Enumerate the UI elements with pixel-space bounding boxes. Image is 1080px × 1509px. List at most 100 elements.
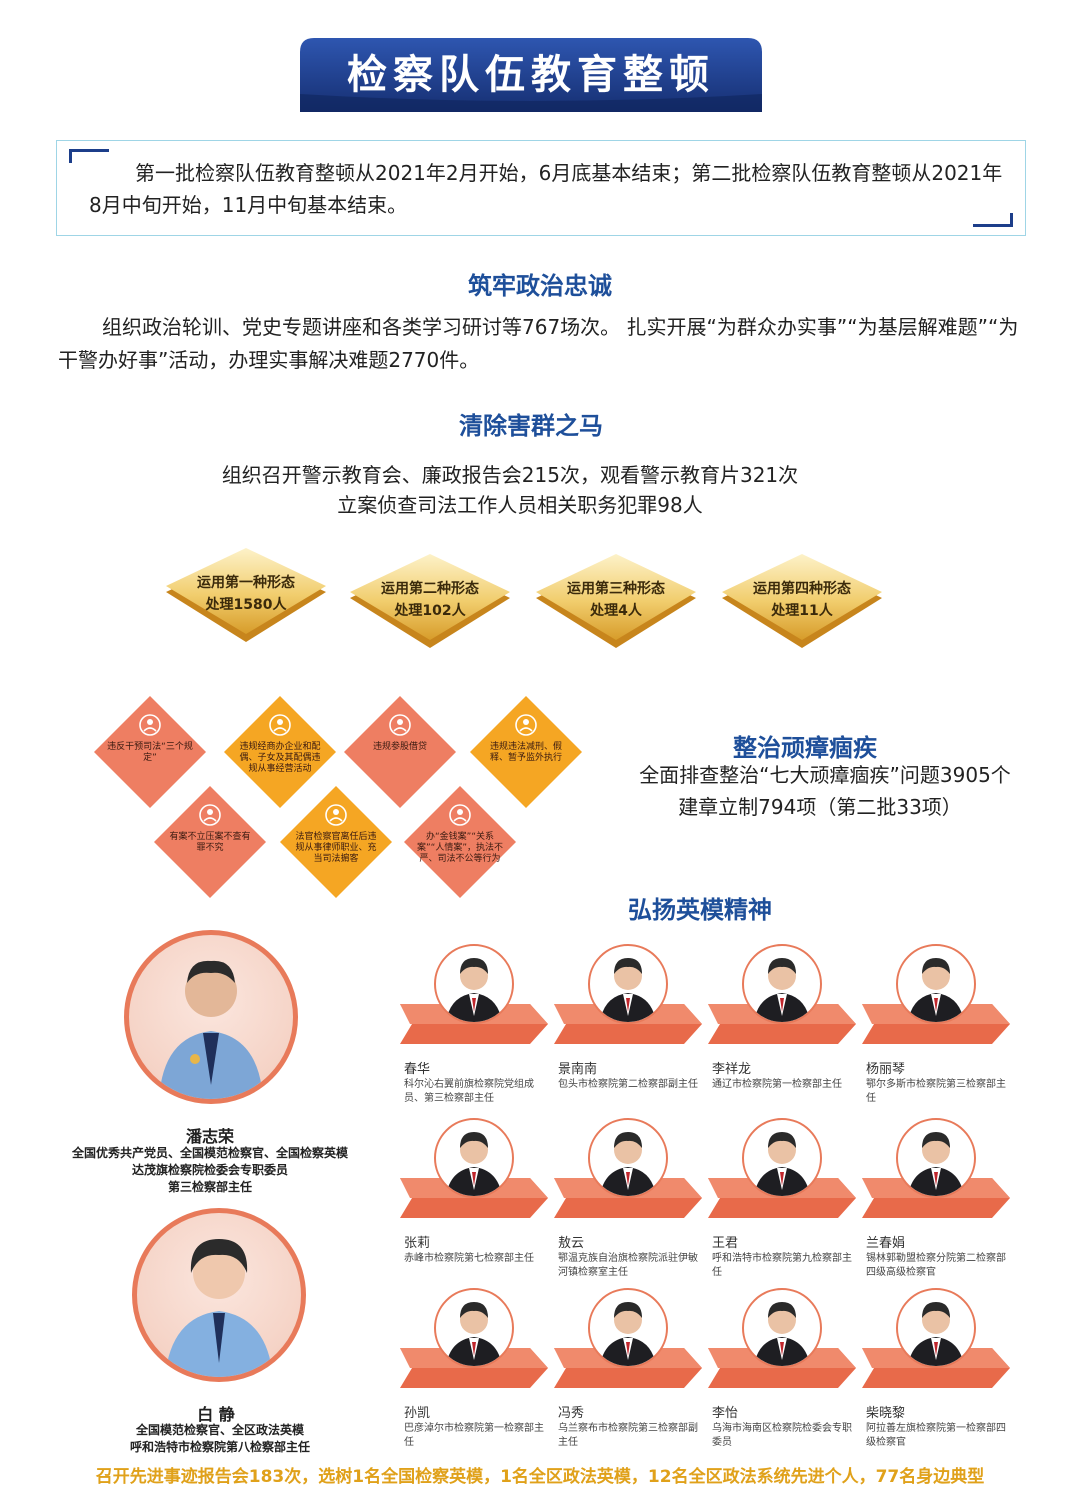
issue-diamond: 办“金钱案”“关系案”“人情案”，执法不严、司法不公等行为 — [402, 784, 518, 900]
model-name: 冯秀 — [558, 1406, 585, 1421]
model-title: 包头市检察院第二检察部副主任 — [558, 1079, 698, 1090]
intro-text: 第一批检察队伍教育整顿从2021年2月开始，6月底基本结束；第二批检察队伍教育整… — [89, 161, 1003, 217]
model-title: 赤峰市检察院第七检察部主任 — [404, 1253, 534, 1264]
hero-name: 白 静 — [197, 1405, 235, 1424]
model-title: 锡林郭勒盟检察分院第二检察部四级高级检察官 — [866, 1253, 1006, 1278]
model-portrait — [896, 1118, 976, 1198]
hero-desc: 全国模范检察官、全区政法英模 — [135, 1423, 304, 1437]
person-silhouette-icon — [754, 958, 810, 1022]
tile-label: 运用第四种形态 — [753, 581, 851, 597]
tile-count: 处理1580人 — [205, 597, 287, 613]
person-podium-icon — [325, 804, 347, 826]
ribbon-arrow — [708, 1004, 856, 1044]
person-silhouette-icon — [600, 1132, 656, 1196]
hero-name: 潘志荣 — [185, 1127, 234, 1146]
form-tile: 运用第二种形态处理102人 — [346, 552, 514, 648]
model-title: 乌海市海南区检察院检委会专职委员 — [712, 1423, 852, 1448]
person-silhouette-icon — [754, 1302, 810, 1366]
section-title-rectify: 整治顽瘴痼疾 — [733, 734, 877, 762]
model-title: 巴彦淖尔市检察院第一检察部主任 — [404, 1423, 544, 1448]
issue-diamond: 法官检察官离任后违规从事律师职业、充当司法掮客 — [278, 784, 394, 900]
model-card: 李怡乌海市海南区检察院检委会专职委员 — [708, 1288, 858, 1456]
intro-box: 第一批检察队伍教育整顿从2021年2月开始，6月底基本结束；第二批检察队伍教育整… — [56, 140, 1026, 236]
tile-count: 处理102人 — [394, 603, 466, 619]
person-silhouette-icon — [446, 1302, 502, 1366]
issue-label: 有案不立压案不查有罪不究 — [169, 832, 251, 853]
model-name: 杨丽琴 — [866, 1062, 906, 1077]
hero-desc: 达茂旗检察院检委会专职委员 — [131, 1163, 288, 1177]
form-tile: 运用第三种形态处理4人 — [532, 552, 700, 648]
purge-line-1: 组织召开警示教育会、廉政报告会215次，观看警示教育片321次 — [221, 463, 799, 487]
issue-diamond: 违反干预司法“三个规定” — [92, 694, 208, 810]
issue-label: 法官检察官离任后违规从事律师职业、充当司法掮客 — [295, 832, 377, 864]
model-card: 杨丽琴鄂尔多斯市检察院第三检察部主任 — [862, 944, 1012, 1112]
model-name: 王君 — [712, 1236, 739, 1251]
model-portrait — [588, 1288, 668, 1368]
model-card: 春华科尔沁右翼前旗检察院党组成员、第三检察部主任 — [400, 944, 550, 1112]
model-title: 鄂尔多斯市检察院第三检察部主任 — [866, 1079, 1006, 1104]
model-card: 景南南包头市检察院第二检察部副主任 — [554, 944, 704, 1112]
issue-label: 违反干预司法“三个规定” — [107, 742, 193, 763]
hero-desc: 全国优秀共产党员、全国模范检察官、全国检察英模 — [71, 1146, 348, 1160]
model-title: 鄂温克族自治旗检察院派驻伊敏河镇检察室主任 — [558, 1253, 698, 1278]
title-banner: 检察队伍教育整顿 — [300, 38, 762, 112]
pen-icon — [449, 804, 471, 826]
model-portrait — [742, 944, 822, 1024]
model-name: 李祥龙 — [712, 1062, 752, 1077]
person-silhouette-icon — [908, 1302, 964, 1366]
model-card: 兰春娟锡林郭勒盟检察分院第二检察部四级高级检察官 — [862, 1118, 1012, 1286]
model-card: 张莉赤峰市检察院第七检察部主任 — [400, 1118, 550, 1286]
model-portrait — [434, 1288, 514, 1368]
section-title-purge: 清除害群之马 — [459, 412, 603, 440]
model-card: 柴晓黎阿拉善左旗检察院第一检察部四级检察官 — [862, 1288, 1012, 1456]
issue-diamond: 有案不立压案不查有罪不究 — [152, 784, 268, 900]
corner-decoration — [973, 213, 1013, 227]
model-card: 王君呼和浩特市检察院第九检察部主任 — [708, 1118, 858, 1286]
purge-line-2: 立案侦查司法工作人员相关职务犯罪98人 — [337, 493, 703, 517]
loyalty-text: 组织政治轮训、党史专题讲座和各类学习研讨等767场次。 扎实开展“为群众办实事”… — [58, 315, 1019, 372]
ribbon-arrow — [862, 1004, 1010, 1044]
issue-diamond: 违规违法减刑、假释、暂予监外执行 — [468, 694, 584, 810]
model-name: 孙凯 — [404, 1406, 431, 1421]
person-silhouette-icon — [908, 958, 964, 1022]
issue-label: 办“金钱案”“关系案”“人情案”，执法不严、司法不公等行为 — [417, 832, 503, 864]
model-title: 通辽市检察院第一检察部主任 — [712, 1079, 842, 1090]
rectify-line-1: 全面排查整治“七大顽瘴痼疾”问题3905个 — [639, 763, 1011, 787]
model-card: 孙凯巴彦淖尔市检察院第一检察部主任 — [400, 1288, 550, 1456]
model-title: 阿拉善左旗检察院第一检察部四级检察官 — [866, 1423, 1006, 1448]
form-tile: 运用第一种形态处理1580人 — [162, 546, 330, 642]
model-title: 科尔沁右翼前旗检察院党组成员、第三检察部主任 — [404, 1079, 534, 1104]
footer-summary: 召开先进事迹报告会183次，选树1名全国检察英模，1名全区政法英模，12名全区政… — [95, 1467, 985, 1487]
tile-label: 运用第一种形态 — [197, 575, 295, 591]
model-portrait — [896, 944, 976, 1024]
issue-label: 违规参股借贷 — [372, 742, 427, 752]
model-portrait — [434, 944, 514, 1024]
model-title: 呼和浩特市检察院第九检察部主任 — [712, 1253, 852, 1278]
person-silhouette-icon — [159, 960, 263, 1099]
tile-count: 处理4人 — [590, 603, 642, 619]
issue-label: 违规违法减刑、假释、暂予监外执行 — [489, 742, 562, 763]
issue-diamond: 违规经商办企业和配偶、子女及其配偶违规从事经营活动 — [222, 694, 338, 810]
person-silhouette-icon — [600, 1302, 656, 1366]
hero-desc: 第三检察部主任 — [167, 1180, 252, 1194]
model-portrait — [434, 1118, 514, 1198]
person-silhouette-icon — [446, 958, 502, 1022]
model-name: 春华 — [404, 1062, 431, 1077]
model-portrait — [896, 1288, 976, 1368]
section-title-loyalty: 筑牢政治忠诚 — [468, 272, 612, 300]
money-screen-icon — [389, 714, 411, 736]
model-portrait — [742, 1118, 822, 1198]
hero-desc: 呼和浩特市检察院第八检察部主任 — [129, 1440, 310, 1454]
hero-portrait — [132, 1208, 306, 1382]
model-card: 敖云鄂温克族自治旗检察院派驻伊敏河镇检察室主任 — [554, 1118, 704, 1286]
issue-diamond: 违规参股借贷 — [342, 694, 458, 810]
building-grid-icon — [269, 714, 291, 736]
model-portrait — [742, 1288, 822, 1368]
form-tile: 运用第四种形态处理11人 — [718, 552, 886, 648]
person-silhouette-icon — [446, 1132, 502, 1196]
person-silhouette-icon — [600, 958, 656, 1022]
corner-decoration — [69, 149, 109, 163]
model-portrait — [588, 1118, 668, 1198]
person-silhouette-icon — [754, 1132, 810, 1196]
model-name: 李怡 — [712, 1406, 739, 1421]
